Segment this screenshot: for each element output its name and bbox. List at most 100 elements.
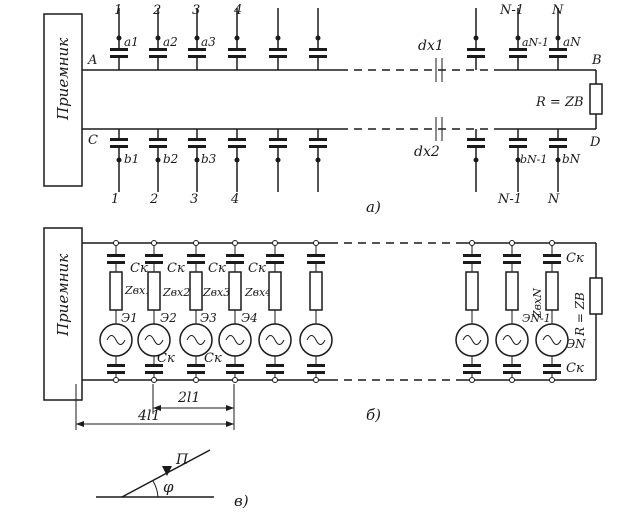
ck-top-plate1-5	[307, 254, 325, 257]
top-num-3: 3	[192, 3, 200, 18]
ck-bottom-plate1-3	[226, 364, 244, 367]
ck-top-plate2-8	[543, 261, 561, 264]
dim-arrow-4l-right	[226, 421, 234, 427]
ck-top-plate1-4	[266, 254, 284, 257]
ck-bottom-plate1-4	[266, 364, 284, 367]
part-a-dipoles	[110, 8, 567, 192]
node-top-4	[272, 240, 278, 246]
dim-label-2l: 2l1	[177, 390, 200, 406]
receiver-label-a: Приемник	[54, 38, 72, 121]
node-top-2	[193, 240, 199, 246]
top-probe-labels: a1 a2 a3 aN-1 aN	[124, 35, 581, 49]
e-label-4: Э4	[241, 311, 258, 325]
generator-sine-4	[265, 335, 285, 345]
cap-top-plate1-3	[228, 48, 246, 51]
z-impedance-5	[309, 271, 323, 311]
generator-sine-2	[186, 335, 206, 345]
z-label-2: Zвх2	[162, 286, 190, 299]
z-impedance-8	[545, 271, 559, 311]
cap-top-plate2-6	[467, 55, 485, 58]
ck-top-plate1-3	[226, 254, 244, 257]
generator-sine-3	[225, 335, 245, 345]
ck-bottom-plate1-8	[543, 364, 561, 367]
bottom-num-1: 1	[111, 192, 119, 207]
cap-top-plate1-7	[509, 48, 527, 51]
ck-label-5: Cк	[566, 251, 584, 266]
ck-bottom-plate2-2	[187, 371, 205, 374]
ck-bottom-plate1-1	[145, 364, 163, 367]
e-label-2: Э2	[160, 311, 177, 325]
ck-bottom-plate1-2	[187, 364, 205, 367]
probe-bottom-dot-8	[555, 157, 561, 163]
z-impedance-3	[228, 271, 242, 311]
e-label-n: ЭN	[566, 337, 586, 351]
load-label-b: R = ZB	[573, 292, 587, 337]
probe-top-dot-1	[155, 35, 161, 41]
caption-c: в)	[234, 492, 249, 510]
caption-a: a)	[366, 198, 381, 216]
bottom-num-n-1: N-1	[497, 192, 522, 207]
probe-top-dot-4	[275, 35, 281, 41]
ck-bottom-plate2-8	[543, 371, 561, 374]
corner-d: D	[589, 135, 601, 150]
node-top-5	[313, 240, 319, 246]
z-impedance-0	[109, 271, 123, 311]
probe-top-dot-3	[234, 35, 240, 41]
node-top-6	[469, 240, 475, 246]
cap-bottom-plate2-4	[269, 145, 287, 148]
probe-bottom-dot-7	[515, 157, 521, 163]
probe-top-dot-8	[555, 35, 561, 41]
node-bottom-1	[151, 377, 157, 383]
node-top-3	[232, 240, 238, 246]
probe-b3: b3	[201, 152, 217, 166]
ck-top-plate2-0	[107, 261, 125, 264]
ck-bottom-plate2-0	[107, 371, 125, 374]
node-bottom-3	[232, 377, 238, 383]
node-bottom-8	[549, 377, 555, 383]
cap-bottom-plate2-3	[228, 145, 246, 148]
ck-label-7: Cк	[204, 351, 222, 366]
ck-bottom-plate2-3	[226, 371, 244, 374]
z-label-n: ZвхN	[531, 288, 544, 319]
cap-top-plate2-4	[269, 55, 287, 58]
cap-bottom-plate1-5	[309, 138, 327, 141]
bottom-num-3: 3	[190, 192, 198, 207]
cap-top-plate2-8	[549, 55, 567, 58]
generator-sine-5	[306, 335, 326, 345]
probe-an: aN	[563, 35, 581, 49]
node-top-1	[151, 240, 157, 246]
cap-bottom-plate2-6	[467, 145, 485, 148]
ck-bottom-plate2-6	[463, 371, 481, 374]
ck-top-plate2-6	[463, 261, 481, 264]
probe-b2: b2	[163, 152, 178, 166]
top-numbers: 1 2 3 4 N-1 N	[114, 3, 564, 18]
part-b: Приемник R = ZB Cк Cк Cк Cк Cк Cк Cк Cк …	[43, 227, 603, 430]
probe-bottom-dot-3	[234, 157, 240, 163]
cap-top-plate1-8	[549, 48, 567, 51]
ck-top-plate1-6	[463, 254, 481, 257]
load-label-a: R = ZB	[535, 95, 584, 110]
node-top-8	[549, 240, 555, 246]
node-bottom-7	[509, 377, 515, 383]
probe-a2: a2	[163, 35, 178, 49]
generator-sine-6	[462, 335, 482, 345]
wave-label: П	[175, 452, 189, 468]
node-bottom-6	[469, 377, 475, 383]
corner-a: A	[87, 53, 97, 68]
dim-arrow-4l-left	[76, 421, 84, 427]
probe-bn: bN	[562, 152, 581, 166]
cap-bottom-plate2-0	[110, 145, 128, 148]
bottom-num-2: 2	[149, 192, 158, 207]
node-bottom-2	[193, 377, 199, 383]
cap-top-plate1-2	[188, 48, 206, 51]
probe-bn-1: bN-1	[520, 153, 547, 166]
cap-bottom-plate2-8	[549, 145, 567, 148]
generator-sine-8	[542, 335, 562, 345]
cap-bottom-plate1-7	[509, 138, 527, 141]
cap-bottom-plate1-2	[188, 138, 206, 141]
probe-bottom-dot-4	[275, 157, 281, 163]
cap-top-plate2-5	[309, 55, 327, 58]
angle-arc	[152, 480, 159, 498]
top-num-2: 2	[152, 3, 161, 18]
